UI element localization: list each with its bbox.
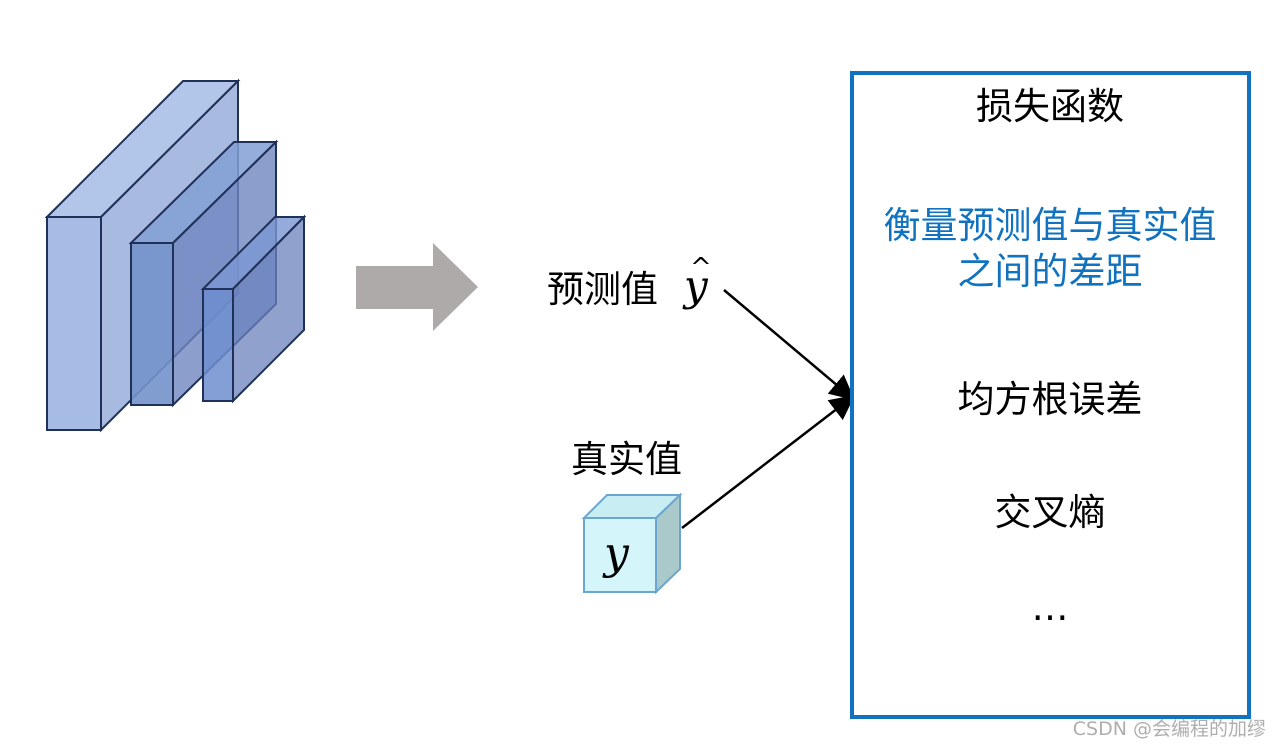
loss-item-ellipsis: … [1032,586,1069,629]
loss-function-box [850,71,1251,719]
truth-symbol: y [602,528,630,579]
watermark: CSDN @会编程的加缪 [1073,718,1266,740]
truth-cube: y [581,492,683,595]
forward-arrow [356,243,478,331]
loss-function-title: 损失函数 [976,85,1124,128]
prediction-connector-arrow [723,289,855,401]
loss-function-description-line1: 衡量预测值与真实值 [884,204,1217,247]
network-blocks [44,78,307,433]
loss-function-description-line2: 之间的差距 [958,250,1143,293]
prediction-label: 预测值 [547,268,658,311]
loss-item-rmse: 均方根误差 [958,378,1143,421]
truth-label: 真实值 [571,438,682,481]
network-block-small [200,214,307,404]
prediction-hat: ^ [690,253,712,283]
prediction-symbol: y [682,261,709,310]
loss-item-cross-entropy: 交叉熵 [995,491,1106,534]
truth-connector-arrow [681,394,855,529]
